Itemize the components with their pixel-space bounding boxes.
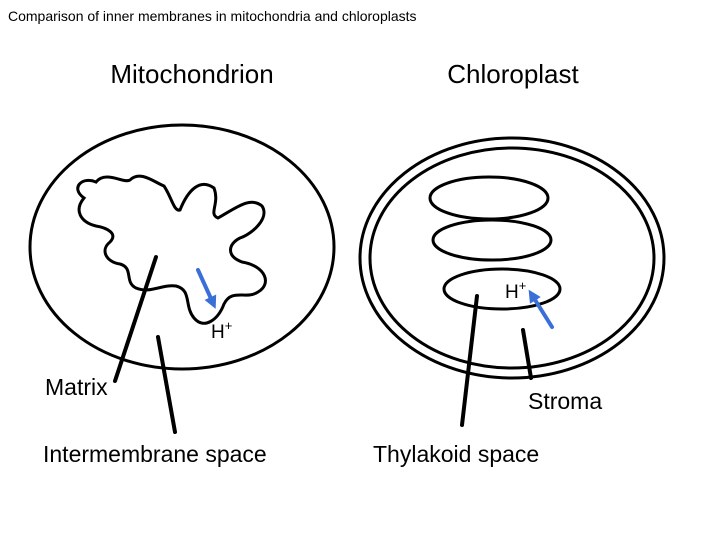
chloroplast-heading: Chloroplast [447,59,579,89]
mitochondrion-proton-label: H+ [211,318,232,343]
thylakoid-1 [428,175,550,221]
stroma-label: Stroma [528,388,602,414]
matrix-label: Matrix [45,374,108,400]
thylakoid-2 [431,218,553,262]
thylakoid-space-label: Thylakoid space [373,441,539,467]
intermembrane-space-label: Intermembrane space [43,441,267,467]
mitochondrion-inner-membrane [76,174,267,325]
intermembrane-space-leader-line [156,335,177,434]
thylakoid-space-leader-line [460,294,479,427]
chloroplast-outer-membrane [358,136,666,380]
chloroplast-inner-membrane [368,146,656,370]
diagram-title: Comparison of inner membranes in mitocho… [8,8,417,24]
thylakoid-3 [442,267,562,311]
mitochondrion-proton-arrow [196,268,217,309]
stroma-leader-line [521,328,533,380]
mitochondrion-heading: Mitochondrion [110,59,273,89]
matrix-leader-line [113,255,158,383]
mitochondrion-outer-membrane [28,123,336,371]
chloroplast-proton-arrow [528,289,554,329]
chloroplast-proton-label: H+ [505,278,526,303]
